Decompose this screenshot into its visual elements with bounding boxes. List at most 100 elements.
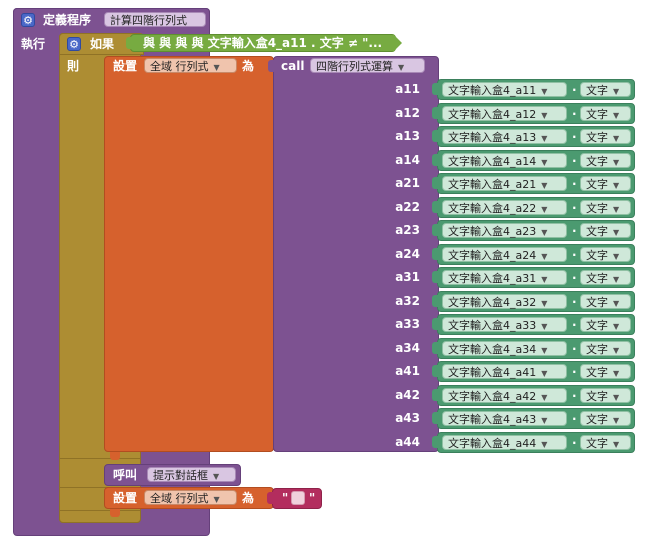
component-dropdown[interactable]: 文字輸入盒4_a32▼	[442, 294, 567, 309]
component-name: 文字輸入盒4_a12	[448, 108, 537, 121]
property-dropdown[interactable]: 文字▼	[580, 247, 631, 262]
property-dropdown[interactable]: 文字▼	[580, 270, 631, 285]
component-dropdown[interactable]: 文字輸入盒4_a42 ▼	[442, 388, 567, 403]
argument-label: a33	[395, 317, 420, 331]
argument-socket	[432, 389, 438, 401]
else-set-variable-dropdown[interactable]: 全域 行列式 ▼	[144, 490, 237, 505]
component-name: 文字輸入盒4_a13	[448, 131, 537, 144]
component-name: 文字輸入盒4_a43	[448, 413, 537, 426]
argument-socket	[432, 248, 438, 260]
property-dropdown[interactable]: 文字 ▼	[580, 176, 631, 191]
argument-label: a43	[395, 411, 420, 425]
component-dropdown[interactable]: 文字輸入盒4_a31▼	[442, 270, 567, 285]
property-dot: .	[572, 315, 577, 329]
call-label: call	[281, 59, 305, 73]
component-dropdown[interactable]: 文字輸入盒4_a34 ▼	[442, 341, 567, 356]
property-name: 文字	[586, 296, 608, 309]
component-dropdown[interactable]: 文字輸入盒4_a23▼	[442, 223, 567, 238]
set-block[interactable]	[104, 56, 274, 452]
procedure-name: 計算四階行列式	[110, 14, 187, 27]
set-label: 設置	[113, 59, 138, 73]
chevron-down-icon: ▼	[541, 134, 548, 143]
argument-label: a23	[395, 223, 420, 237]
set-block-notch	[110, 452, 120, 460]
component-name: 文字輸入盒4_a42	[448, 390, 537, 403]
chevron-down-icon: ▼	[213, 472, 220, 481]
property-dropdown[interactable]: 文字 ▼	[580, 129, 631, 144]
property-dropdown[interactable]: 文字▼	[580, 82, 631, 97]
component-dropdown[interactable]: 文字輸入盒4_a24▼	[442, 247, 567, 262]
procedure-name-field[interactable]: 計算四階行列式	[104, 12, 206, 27]
else-call-procedure-name: 提示對話框	[153, 469, 208, 482]
chevron-down-icon: ▼	[613, 111, 620, 120]
call-block[interactable]	[273, 56, 439, 452]
component-dropdown[interactable]: 文字輸入盒4_a11▼	[442, 82, 567, 97]
component-name: 文字輸入盒4_a44	[448, 437, 537, 450]
chevron-down-icon: ▼	[613, 205, 620, 214]
component-dropdown[interactable]: 文字輸入盒4_a41▼	[442, 364, 567, 379]
property-dropdown[interactable]: 文字▼	[580, 364, 631, 379]
chevron-down-icon: ▼	[541, 393, 548, 402]
chevron-down-icon: ▼	[541, 322, 548, 331]
argument-socket	[432, 201, 438, 213]
chevron-down-icon: ▼	[541, 440, 548, 449]
property-dropdown[interactable]: 文字 ▼	[580, 223, 631, 238]
component-dropdown[interactable]: 文字輸入盒4_a22▼	[442, 200, 567, 215]
property-dropdown[interactable]: 文字▼	[580, 106, 631, 121]
property-dropdown[interactable]: 文字▼	[580, 317, 631, 332]
property-name: 文字	[586, 225, 608, 238]
property-dot: .	[572, 292, 577, 306]
chevron-down-icon: ▼	[213, 495, 220, 504]
argument-socket	[432, 83, 438, 95]
argument-label: a44	[395, 435, 420, 449]
property-dropdown[interactable]: 文字▼	[580, 153, 631, 168]
argument-label: a31	[395, 270, 420, 284]
string-value-field[interactable]	[291, 491, 305, 505]
property-name: 文字	[586, 155, 608, 168]
procedure-keyword: 定義程序	[43, 13, 92, 27]
call-procedure-name: 四階行列式運算	[316, 60, 393, 73]
property-name: 文字	[586, 272, 608, 285]
property-dropdown[interactable]: 文字▼	[580, 388, 631, 403]
component-name: 文字輸入盒4_a31	[448, 272, 537, 285]
property-dot: .	[572, 409, 577, 423]
else-set-variable-name: 全域 行列式	[150, 492, 209, 505]
call-procedure-dropdown[interactable]: 四階行列式運算▼	[310, 58, 425, 73]
property-dot: .	[572, 80, 577, 94]
property-dropdown[interactable]: 文字▼	[580, 341, 631, 356]
chevron-down-icon: ▼	[541, 299, 548, 308]
chevron-down-icon: ▼	[541, 346, 548, 355]
component-name: 文字輸入盒4_a41	[448, 366, 537, 379]
component-dropdown[interactable]: 文字輸入盒4_a13 ▼	[442, 129, 567, 144]
component-name: 文字輸入盒4_a23	[448, 225, 537, 238]
if-bottom-cap	[59, 510, 141, 523]
chevron-down-icon: ▼	[613, 181, 620, 190]
property-dropdown[interactable]: 文字▼	[580, 200, 631, 215]
property-name: 文字	[586, 343, 608, 356]
property-dropdown[interactable]: 文字▼	[580, 411, 631, 426]
component-dropdown[interactable]: 文字輸入盒4_a12▼	[442, 106, 567, 121]
gear-icon[interactable]: ⚙	[21, 13, 35, 27]
argument-socket	[432, 365, 438, 377]
property-dropdown[interactable]: 文字▼	[580, 435, 631, 450]
property-name: 文字	[586, 178, 608, 191]
chevron-down-icon: ▼	[213, 63, 220, 72]
component-name: 文字輸入盒4_a34	[448, 343, 537, 356]
component-dropdown[interactable]: 文字輸入盒4_a43▼	[442, 411, 567, 426]
property-dot: .	[572, 362, 577, 376]
set-variable-dropdown[interactable]: 全域 行列式▼	[144, 58, 237, 73]
component-dropdown[interactable]: 文字輸入盒4_a33▼	[442, 317, 567, 332]
component-dropdown[interactable]: 文字輸入盒4_a14▼	[442, 153, 567, 168]
component-dropdown[interactable]: 文字輸入盒4_a21▼	[442, 176, 567, 191]
argument-label: a22	[395, 200, 420, 214]
argument-socket	[432, 412, 438, 424]
property-name: 文字	[586, 131, 608, 144]
chevron-down-icon: ▼	[613, 134, 620, 143]
chevron-down-icon: ▼	[613, 228, 620, 237]
property-dropdown[interactable]: 文字▼	[580, 294, 631, 309]
gear-icon[interactable]: ⚙	[67, 37, 81, 51]
else-call-dropdown[interactable]: 提示對話框 ▼	[147, 467, 236, 482]
then-label: 則	[67, 59, 80, 73]
component-name: 文字輸入盒4_a21	[448, 178, 537, 191]
component-dropdown[interactable]: 文字輸入盒4_a44 ▼	[442, 435, 567, 450]
